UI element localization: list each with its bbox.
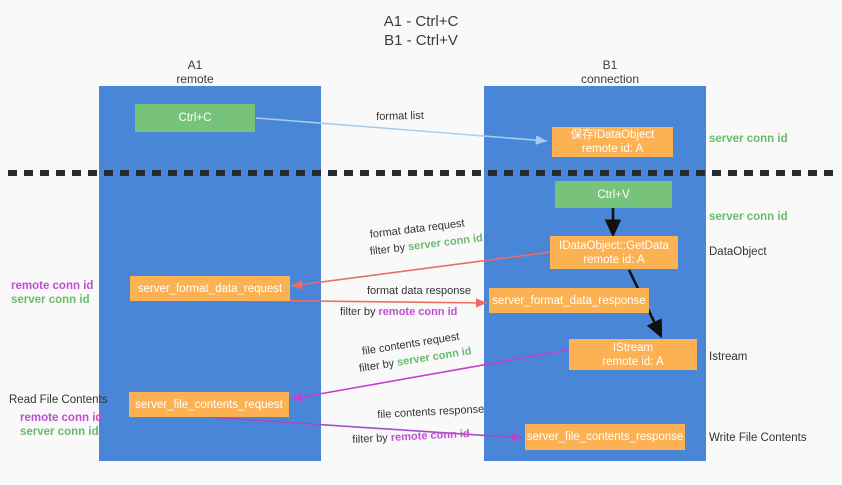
title-line-1: A1 - Ctrl+C — [383, 13, 459, 30]
node-server-format-data-response[interactable]: server_format_data_response — [489, 288, 649, 313]
right-label-dataobject: DataObject — [709, 246, 767, 258]
format-data-request-filter-prefix: filter by — [369, 241, 409, 258]
node-istream-line1: IStream — [612, 341, 654, 354]
right-label-server-conn-id-top: server conn id — [709, 133, 788, 145]
column-header-a1: A1 remote — [130, 58, 260, 86]
node-server-file-contents-request[interactable]: server_file_contents_request — [129, 392, 289, 417]
node-getdata-line2: remote id: A — [583, 253, 645, 266]
edge-label-file-contents-response-filter: filter by remote conn id — [352, 427, 470, 447]
edge-label-file-contents-response: file contents response — [377, 403, 485, 421]
node-istream[interactable]: IStream remote id: A — [569, 339, 697, 370]
node-ctrl-c[interactable]: Ctrl+C — [135, 104, 255, 132]
edge-label-format-data-response-filter: filter by remote conn id — [340, 305, 457, 319]
column-header-a1-name: A1 — [187, 58, 203, 72]
node-ctrl-v[interactable]: Ctrl+V — [555, 181, 672, 208]
node-getdata-line1: IDataObject::GetData — [559, 239, 669, 252]
left-label-server-conn-id-mid: server conn id — [11, 294, 90, 306]
right-label-istream: Istream — [709, 351, 748, 363]
right-label-server-conn-id-mid: server conn id — [709, 211, 788, 223]
file-contents-request-filter-prefix: filter by — [358, 356, 399, 375]
left-label-server-conn-id-bottom: server conn id — [20, 426, 99, 438]
format-data-response-filter-prefix: filter by — [340, 306, 379, 318]
file-contents-response-filter-prefix: filter by — [352, 431, 392, 446]
file-contents-response-filter-key: remote conn id — [390, 427, 470, 444]
title-line-2: B1 - Ctrl+V — [384, 32, 458, 49]
diagram-title: A1 - Ctrl+C B1 - Ctrl+V — [0, 12, 842, 50]
node-server-file-contents-response-line1: server_file_contents_response — [526, 431, 684, 443]
left-label-remote-conn-id-bottom: remote conn id — [20, 412, 103, 424]
node-server-format-data-request[interactable]: server_format_data_request — [130, 276, 290, 301]
column-header-b1: B1 connection — [545, 58, 675, 86]
node-save-idataobject-line2: remote id: A — [581, 143, 644, 155]
node-ctrl-c-line1: Ctrl+C — [178, 112, 212, 124]
node-save-idataobject-line1: 保存IDataObject — [570, 129, 655, 141]
right-label-write-file-contents: Write File Contents — [709, 432, 807, 444]
node-getdata[interactable]: IDataObject::GetData remote id: A — [550, 236, 678, 269]
column-header-b1-sub: connection — [580, 72, 640, 86]
left-label-remote-conn-id-mid: remote conn id — [11, 280, 94, 292]
node-save-idataobject[interactable]: 保存IDataObject remote id: A — [552, 127, 673, 157]
left-label-read-file-contents: Read File Contents — [9, 394, 108, 406]
node-server-file-contents-request-line1: server_file_contents_request — [135, 398, 283, 411]
node-server-file-contents-response[interactable]: server_file_contents_response — [525, 424, 685, 450]
column-header-a1-sub: remote — [176, 72, 214, 86]
node-istream-line2: remote id: A — [602, 355, 664, 368]
format-data-response-filter-key: remote conn id — [378, 306, 458, 318]
edge-label-format-list: format list — [376, 109, 425, 123]
node-ctrl-v-line1: Ctrl+V — [597, 188, 630, 201]
node-server-format-data-response-line1: server_format_data_response — [492, 294, 646, 307]
column-header-b1-name: B1 — [602, 58, 618, 72]
node-server-format-data-request-line1: server_format_data_request — [137, 282, 283, 295]
edge-label-format-data-response: format data response — [367, 285, 471, 297]
